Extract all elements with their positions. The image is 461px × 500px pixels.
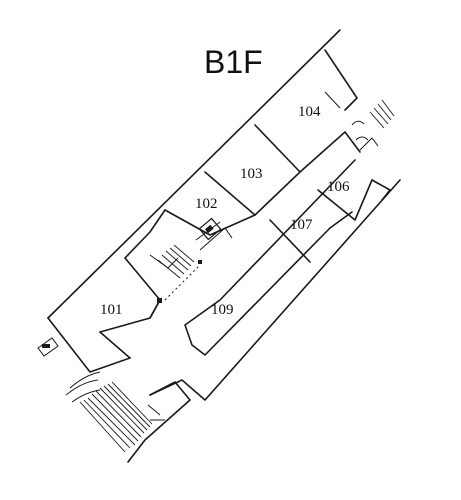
unit-label-102: 102 [195,196,218,212]
unit-label-103: 103 [240,166,263,182]
unit-label-109: 109 [211,302,234,318]
south-stairwell [65,371,191,463]
north-wing-walls [124,49,361,259]
corridor-walls [99,159,391,356]
northeast-stairs [351,99,395,151]
unit-label-101: 101 [100,302,123,318]
unit-label-107: 107 [290,217,313,233]
equipment-markers [37,91,341,357]
floor-title: B1F [204,44,263,80]
unit-label-106: 106 [327,179,350,195]
central-staircase [149,221,233,279]
unit-label-104: 104 [298,104,321,120]
